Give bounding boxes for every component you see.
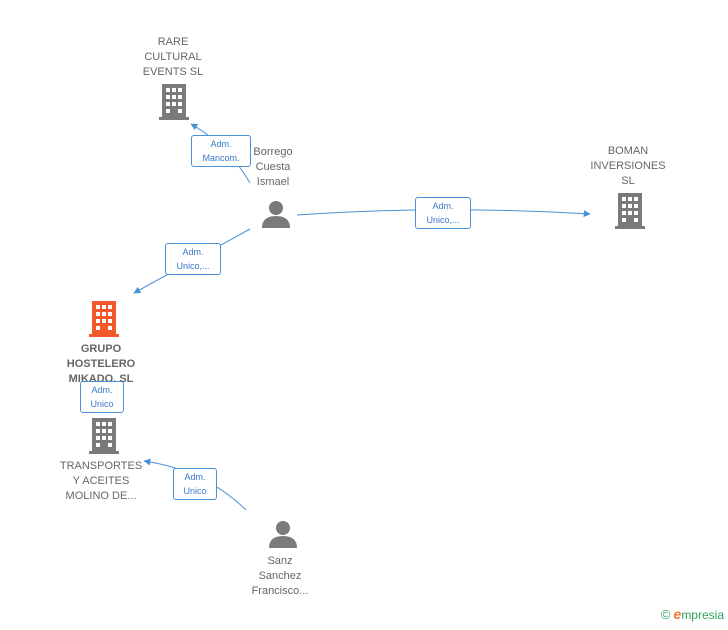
edge-label-borrego-boman[interactable]: Adm. Unico,... <box>415 197 471 229</box>
edge-label-line: Unico <box>90 399 114 409</box>
brand-name: mpresia <box>681 608 724 622</box>
building-icon <box>89 418 119 454</box>
person-icon <box>269 521 297 548</box>
building-icon <box>159 84 189 120</box>
edge-label-line: Adm. <box>182 247 204 257</box>
edge-label-line: Adm. <box>432 201 454 211</box>
edge-label-borrego-rare[interactable]: Adm. Mancom. <box>191 135 251 167</box>
edge-label-sanz-transportes[interactable]: Adm. Unico <box>173 468 217 500</box>
brand-initial: e <box>673 606 682 622</box>
building-highlight-icon <box>89 301 119 337</box>
edge-label-grupo-transportes[interactable]: Adm. Unico <box>80 381 124 413</box>
edge-label-line: Adm. <box>184 472 206 482</box>
building-icon <box>615 193 645 229</box>
edge-label-line: Unico,... <box>426 215 460 225</box>
edge-label-borrego-grupo[interactable]: Adm. Unico,... <box>165 243 221 275</box>
edge-label-line: Unico,... <box>176 261 210 271</box>
edge-label-line: Adm. <box>91 385 113 395</box>
person-icon <box>262 201 290 228</box>
edge-label-line: Adm. <box>210 139 232 149</box>
edge-label-line: Mancom. <box>202 153 240 163</box>
empresia-logo[interactable]: ©empresia <box>661 606 724 622</box>
edge-label-line: Unico <box>183 486 207 496</box>
copyright-icon: © <box>660 607 671 622</box>
